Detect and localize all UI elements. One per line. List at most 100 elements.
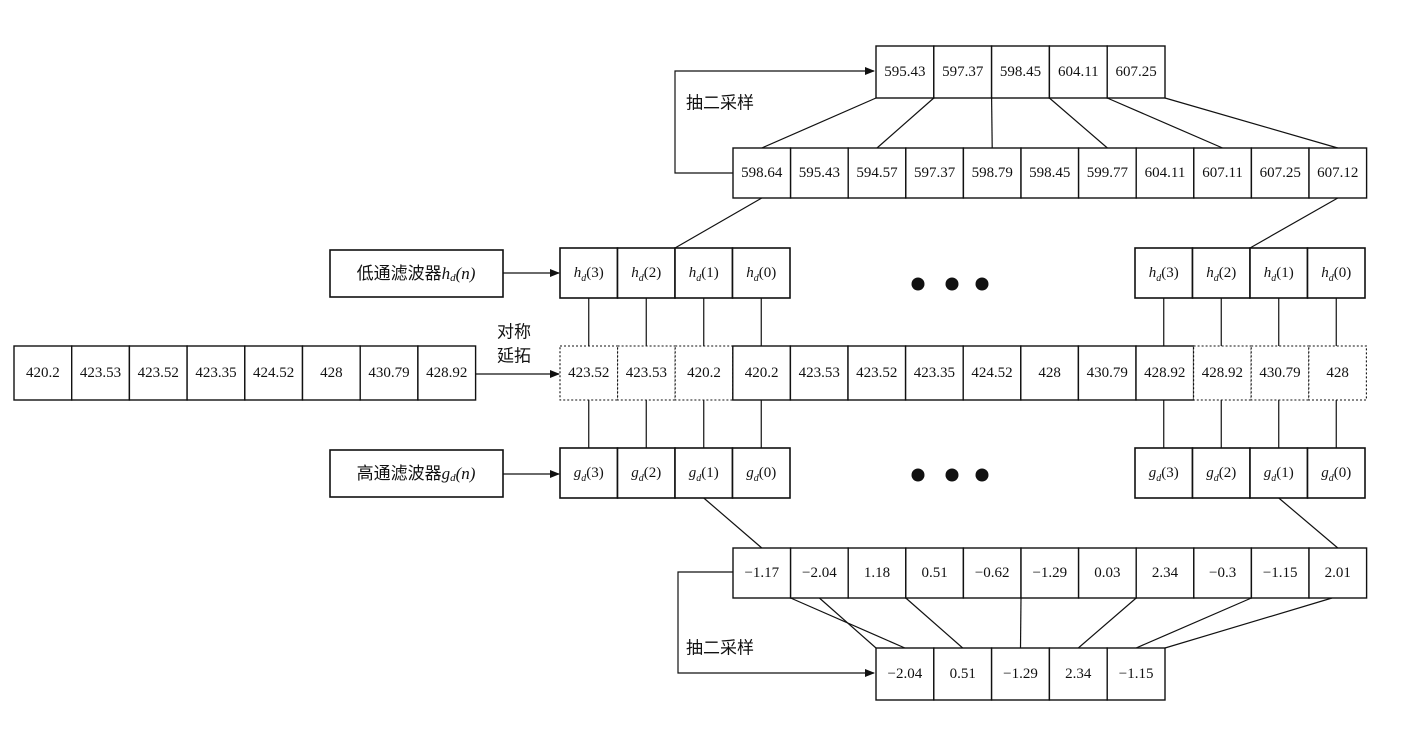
highpass-output-row-value: 2.34 xyxy=(1152,565,1179,581)
bottom-downsampled-row-cell xyxy=(1048,647,1108,701)
input-signal-row-cell xyxy=(417,345,477,401)
highpass-output-row-value: −1.15 xyxy=(1263,565,1298,581)
top-downsample-line xyxy=(761,97,877,149)
extended-signal-row-value: 423.35 xyxy=(914,365,955,381)
lowpass-output-row-cell xyxy=(1077,147,1137,199)
extended-signal-row-value: 423.53 xyxy=(626,365,667,381)
lowpass-coef-right-cell xyxy=(1306,247,1366,299)
lowpass-label-sym: h xyxy=(442,264,451,283)
highpass-output-row-value: 0.51 xyxy=(921,565,947,581)
extended-signal-row-cell xyxy=(732,345,792,401)
highpass-coef-left: gd(3)gd(2)gd(1)gd(0) xyxy=(559,447,791,499)
highpass-coef-right: gd(3)gd(2)gd(1)gd(0) xyxy=(1134,447,1366,499)
input-signal-row-cell xyxy=(13,345,73,401)
lowpass-output-row-cell xyxy=(905,147,965,199)
input-signal-row-cell xyxy=(301,345,361,401)
extended-signal-row-cell xyxy=(674,345,734,401)
extended-signal-row-cell xyxy=(847,345,907,401)
lowpass-label-arg: (n) xyxy=(456,264,476,283)
lowpass-output-row-value: 595.43 xyxy=(799,165,840,181)
lowpass-output-row-value: 598.79 xyxy=(972,165,1013,181)
bottom-downsampled-row-value: −1.15 xyxy=(1119,666,1154,682)
lowpass-coef-right-coef: hd(0) xyxy=(1321,265,1351,284)
highpass-coef-right-cell xyxy=(1191,447,1251,499)
top-downsample-arrow xyxy=(674,67,875,174)
lowpass-coef-left-coef: hd(3) xyxy=(574,265,604,284)
lowpass-to-output-line xyxy=(674,197,763,249)
bottom-downsample-label: 抽二采样 xyxy=(686,639,754,658)
top-downsample-line xyxy=(1049,97,1108,149)
bottom-downsampled-row-cell xyxy=(933,647,993,701)
input-signal-row-cell xyxy=(359,345,419,401)
lowpass-coef-right-cell xyxy=(1134,247,1194,299)
highpass-coef-right-cell xyxy=(1249,447,1309,499)
extended-signal-row-cell xyxy=(904,345,964,401)
highpass-output-row-value: 1.18 xyxy=(864,565,890,581)
bottom-downsampled-row-value: −1.29 xyxy=(1003,666,1038,682)
highpass-coef-right-cell xyxy=(1306,447,1366,499)
input-signal-row-value: 428.92 xyxy=(426,365,467,381)
input-signal-row-value: 428 xyxy=(320,365,343,381)
highpass-output-row-cell xyxy=(1020,547,1080,599)
input-signal-row-value: 423.52 xyxy=(138,365,179,381)
extended-signal-row-value: 428 xyxy=(1038,365,1061,381)
svg-text:低通滤波器hd(n): 低通滤波器hd(n) xyxy=(357,264,476,285)
lowpass-label-sub: d xyxy=(450,272,456,284)
top-downsampled-row-value: 595.43 xyxy=(884,64,925,80)
highpass-label-sym: g xyxy=(442,464,451,483)
lowpass-to-output-line xyxy=(1249,197,1339,249)
highpass-output-row-value: −1.17 xyxy=(744,565,779,581)
extended-signal-row-cell xyxy=(1193,345,1252,401)
lowpass-output-row-cell xyxy=(962,147,1022,199)
highpass-to-output-line xyxy=(703,497,763,549)
highpass-coef-left-coef: gd(1) xyxy=(689,465,719,484)
highpass-output-row-cell xyxy=(732,547,792,599)
lowpass-coef-left-coef: hd(2) xyxy=(631,265,661,284)
bottom-downsampled-row-value: −2.04 xyxy=(888,666,923,682)
highpass-label-arg: (n) xyxy=(456,464,476,483)
extended-signal-row-cell xyxy=(617,345,676,401)
lowpass-output-row-cell xyxy=(1308,147,1368,199)
extended-signal-row-value: 423.52 xyxy=(568,365,609,381)
highpass-coef-right-coef: gd(1) xyxy=(1264,465,1294,484)
lowpass-coef-left-coef: hd(0) xyxy=(746,265,776,284)
highpass-output-row-cell xyxy=(905,547,965,599)
top-downsample-line xyxy=(1164,97,1338,149)
highpass-coef-left-cell xyxy=(674,447,734,499)
top-downsampled-row-value: 598.45 xyxy=(1000,64,1041,80)
bottom-downsampled-row-value: 2.34 xyxy=(1065,666,1092,682)
highpass-output-row-value: −1.29 xyxy=(1032,565,1067,581)
extended-signal-row-value: 420.2 xyxy=(687,365,721,381)
top-downsampled-row-cell xyxy=(990,45,1051,99)
highpass-coef-left-coef: gd(0) xyxy=(746,465,776,484)
bottom-downsampled-row-cell xyxy=(875,647,935,701)
top-downsample-line xyxy=(876,97,935,149)
lowpass-output-row-value: 597.37 xyxy=(914,165,956,181)
highpass-filter-label: 高通滤波器gd(n) xyxy=(329,449,504,498)
lowpass-coef-right-coef: hd(3) xyxy=(1149,265,1179,284)
extended-signal-row-cell xyxy=(1308,345,1367,401)
lowpass-output-row-value: 604.11 xyxy=(1145,165,1186,181)
highpass-coef-right-coef: gd(3) xyxy=(1149,465,1179,484)
bottom-downsampled-row-cell xyxy=(1106,647,1166,701)
extended-signal-row-value: 424.52 xyxy=(971,365,1012,381)
highpass-coef-right-cell xyxy=(1134,447,1194,499)
lowpass-coef-left-cell xyxy=(731,247,791,299)
extended-signal-row-cell xyxy=(1250,345,1310,401)
extended-signal-row-value: 428.92 xyxy=(1144,365,1185,381)
highpass-output-row-cell xyxy=(1308,547,1368,599)
top-downsampled-row-value: 597.37 xyxy=(942,64,984,80)
extended-signal-row-value: 430.79 xyxy=(1259,365,1300,381)
extended-signal-row-cell xyxy=(962,345,1022,401)
extended-signal-row-value: 430.79 xyxy=(1087,365,1128,381)
arrows xyxy=(475,67,875,677)
top-downsample-label: 抽二采样 xyxy=(686,94,754,113)
top-downsampled-row-cell xyxy=(1106,45,1166,99)
extension-label-line1: 对称 xyxy=(497,323,531,342)
